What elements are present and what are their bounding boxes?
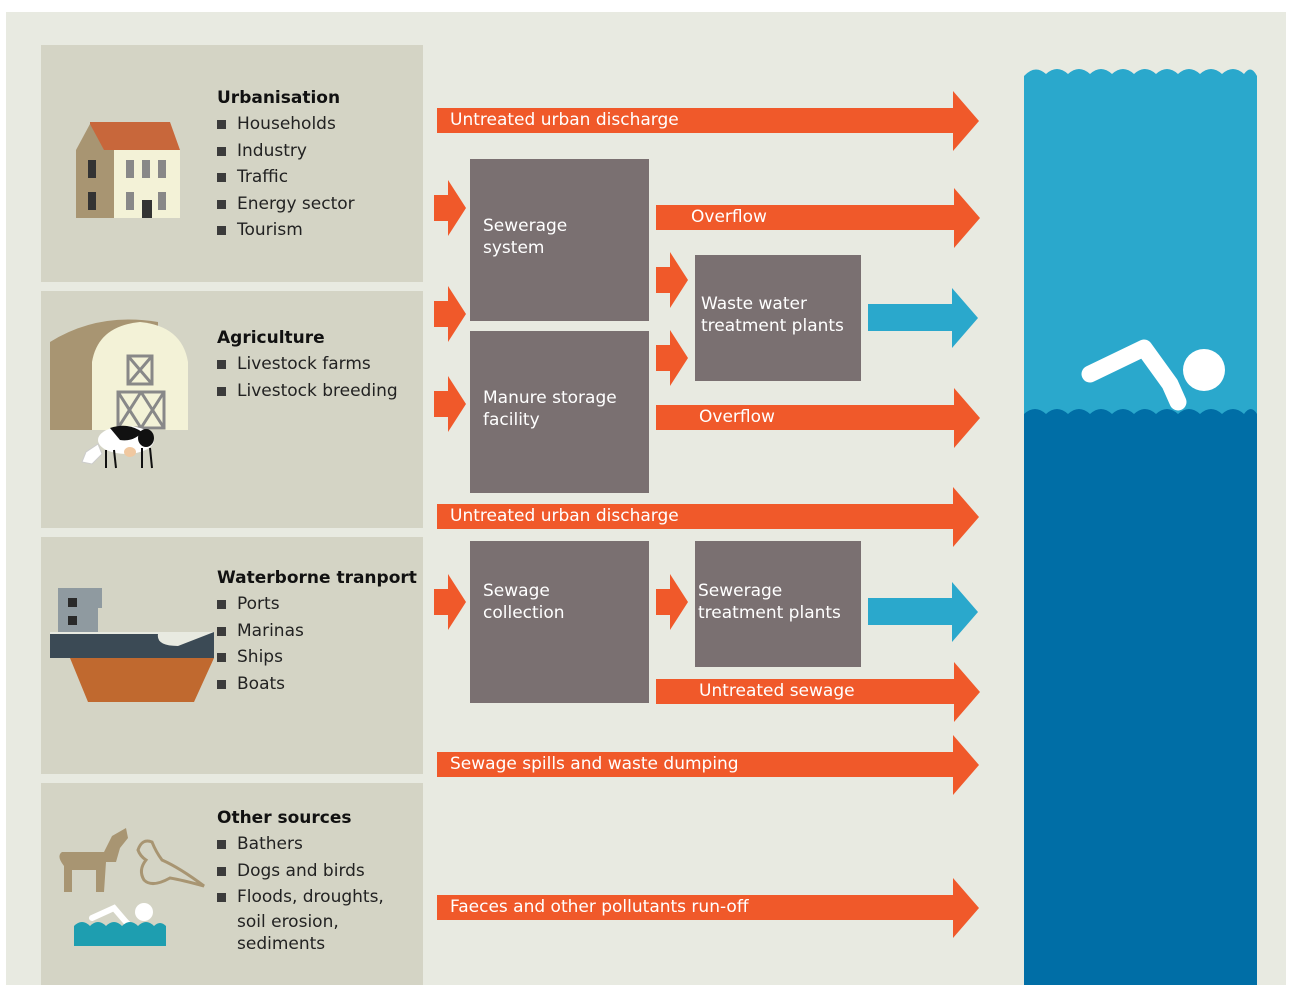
input-arrow-head <box>448 376 466 432</box>
sewage-collection-box: Sewage collection <box>470 541 649 703</box>
list-item: Livestock farms <box>217 351 398 378</box>
ship-icon <box>50 588 214 702</box>
arrow-untreated-urban-discharge-1: Untreated urban discharge <box>437 108 953 133</box>
list-item: Industry <box>217 138 355 165</box>
input-arrow-stem <box>656 345 672 371</box>
house-icon <box>76 122 180 218</box>
input-arrow-head <box>670 252 688 308</box>
list-item: Livestock breeding <box>217 378 398 405</box>
arrow-treated-outflow-1 <box>868 304 952 331</box>
arrow-overflow-2: Overflow <box>656 405 954 430</box>
list-item: Ports <box>217 591 304 618</box>
waterborne-transport-title: Waterborne tranport <box>217 568 417 588</box>
waterborne-transport-list: Ports Marinas Ships Boats <box>217 591 304 697</box>
input-arrow-head <box>448 180 466 236</box>
waste-water-treatment-box: Waste water treatment plants <box>695 255 861 381</box>
input-arrow-head <box>670 574 688 630</box>
input-arrow-stem <box>434 301 450 327</box>
water-column <box>1024 69 1257 985</box>
sewerage-treatment-box: Sewerage treatment plants <box>695 541 861 667</box>
list-item: Bathers <box>217 831 384 858</box>
list-item: Traffic <box>217 164 355 191</box>
input-arrow-stem <box>656 589 672 615</box>
urbanisation-list: Households Industry Traffic Energy secto… <box>217 111 355 244</box>
list-item: Ships <box>217 644 304 671</box>
swimmer-icon <box>74 903 166 946</box>
list-item-continued: soil erosion, <box>237 911 339 932</box>
arrow-untreated-urban-discharge-2: Untreated urban discharge <box>437 504 953 529</box>
urbanisation-title: Urbanisation <box>217 88 341 108</box>
arrow-faeces-runoff: Faeces and other pollutants run-off <box>437 895 953 920</box>
other-sources-title: Other sources <box>217 808 352 828</box>
list-item-continued: sediments <box>237 933 326 954</box>
list-item: Households <box>217 111 355 138</box>
cow-icon <box>81 425 154 469</box>
arrow-treated-outflow-2 <box>868 598 952 625</box>
arrow-overflow-1: Overflow <box>656 205 954 230</box>
input-arrow-head <box>448 286 466 342</box>
list-item: Dogs and birds <box>217 858 384 885</box>
dog-icon <box>59 828 128 892</box>
sewerage-system-box: Sewerage system <box>470 159 649 321</box>
input-arrow-head <box>448 574 466 630</box>
barn-icon <box>50 319 188 430</box>
list-item: Boats <box>217 671 304 698</box>
list-item: Energy sector <box>217 191 355 218</box>
input-arrow-stem <box>434 589 450 615</box>
input-arrow-stem <box>434 195 450 221</box>
other-sources-list: Bathers Dogs and birds Floods, droughts,… <box>217 831 384 955</box>
arrow-untreated-sewage: Untreated sewage <box>656 679 954 704</box>
input-arrow-stem <box>656 267 672 293</box>
agriculture-title: Agriculture <box>217 328 325 348</box>
input-arrow-stem <box>434 391 450 417</box>
list-item: Marinas <box>217 618 304 645</box>
arrow-sewage-spills: Sewage spills and waste dumping <box>437 752 953 777</box>
list-item: Floods, droughts, <box>217 884 384 911</box>
list-item: Tourism <box>217 217 355 244</box>
input-arrow-head <box>670 330 688 386</box>
panel-other-sources <box>41 783 423 985</box>
agriculture-list: Livestock farms Livestock breeding <box>217 351 398 404</box>
manure-storage-box: Manure storage facility <box>470 331 649 493</box>
bird-icon <box>136 839 205 888</box>
